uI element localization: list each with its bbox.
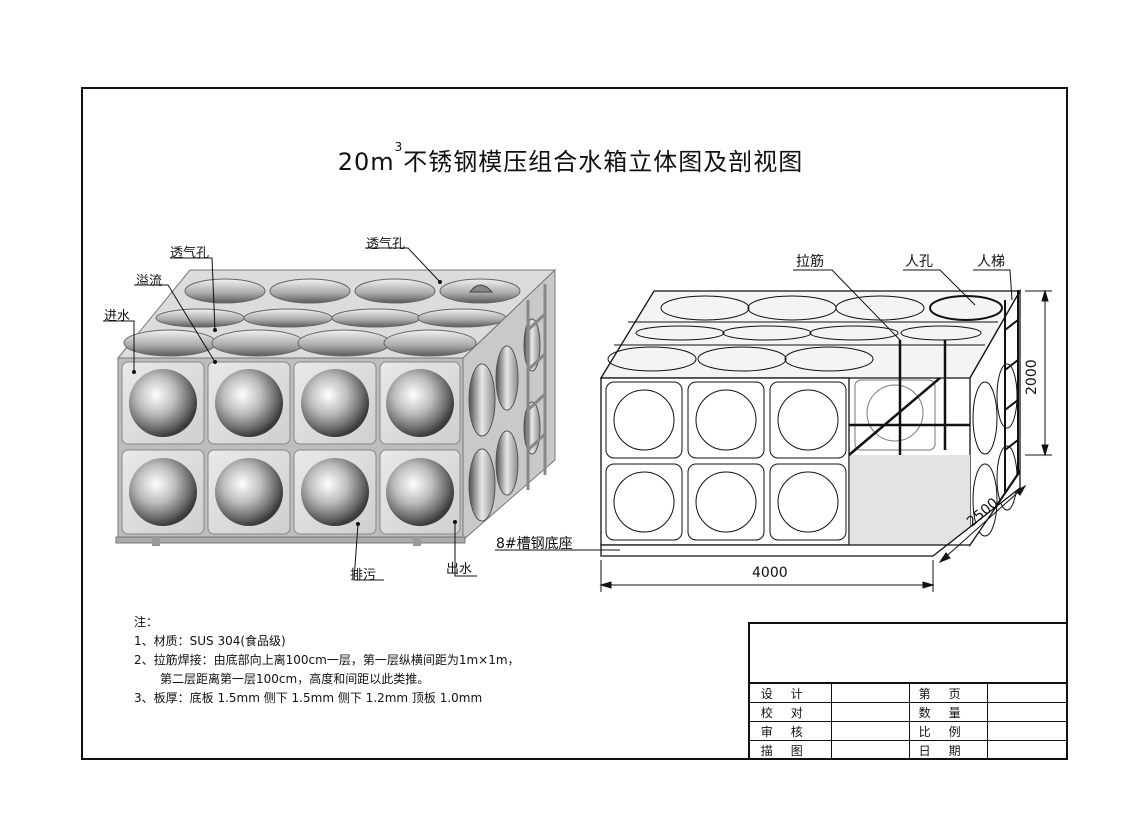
tb-label-scale: 比例 (909, 721, 989, 741)
left-callouts (103, 247, 477, 581)
label-manhole: 人孔 (905, 254, 933, 270)
note-line-4: 3、板厚：底板 1.5mm 侧下 1.5mm 侧下 1.2mm 顶板 1.0mm (134, 691, 483, 705)
note-line-3: 第二层距离第一层100cm，高度和间距以此类推。 (160, 672, 430, 686)
dimension-height: 2000 (1024, 359, 1040, 395)
left-front-panels (121, 361, 461, 535)
left-side-domes (468, 318, 541, 522)
tb-value-review (831, 721, 911, 741)
tb-label-review: 审核 (750, 721, 833, 741)
tb-value-check (831, 702, 911, 722)
notes-heading: 注： (134, 615, 159, 629)
label-ladder: 人梯 (977, 254, 1005, 270)
table-row: 描图 日期 (750, 740, 1068, 760)
title-block: 设计 第页 校对 数量 审核 比例 描图 日期 (748, 622, 1068, 760)
title-block-table: 设计 第页 校对 数量 审核 比例 描图 日期 (750, 682, 1068, 760)
tb-value-trace (831, 740, 911, 760)
label-tie-bar: 拉筋 (796, 254, 824, 270)
tb-value-scale (987, 721, 1068, 741)
page-title: 20m3不锈钢模压组合水箱立体图及剖视图 (337, 140, 804, 176)
label-channel-base: 8#槽钢底座 (496, 536, 573, 552)
tb-value-design (831, 682, 911, 703)
label-vent-2: 透气孔 (366, 237, 406, 252)
tb-label-design: 设计 (750, 682, 833, 703)
notes: 注： 1、材质：SUS 304(食品级) 2、拉筋焊接：由底部向上离100cm一… (134, 613, 520, 708)
label-vent-1: 透气孔 (170, 246, 210, 261)
note-line-1: 1、材质：SUS 304(食品级) (134, 634, 286, 648)
dimension-length: 4000 (752, 565, 788, 581)
left-top-domes (123, 278, 521, 357)
tb-label-check: 校对 (750, 702, 833, 722)
left-tank-3d (103, 247, 557, 581)
label-outlet: 出水 (446, 562, 473, 577)
table-row: 设计 第页 (750, 682, 1068, 703)
tb-label-page: 第页 (909, 682, 989, 703)
tb-value-date (987, 740, 1068, 760)
label-overflow: 溢流 (136, 274, 163, 289)
left-ladder (526, 284, 547, 490)
tb-label-quantity: 数量 (909, 702, 989, 722)
table-row: 审核 比例 (750, 721, 1068, 741)
table-row: 校对 数量 (750, 702, 1068, 722)
label-inlet: 进水 (104, 309, 131, 324)
tb-value-page (987, 682, 1068, 703)
right-tank-cutaway (495, 269, 1052, 592)
drawing-frame (81, 87, 1068, 760)
tb-label-trace: 描图 (750, 740, 833, 760)
label-drain: 排污 (350, 568, 377, 583)
tb-value-quantity (987, 702, 1068, 722)
tb-label-date: 日期 (909, 740, 989, 760)
note-line-2: 2、拉筋焊接：由底部向上离100cm一层，第一层纵横间距为1m×1m， (134, 653, 520, 667)
